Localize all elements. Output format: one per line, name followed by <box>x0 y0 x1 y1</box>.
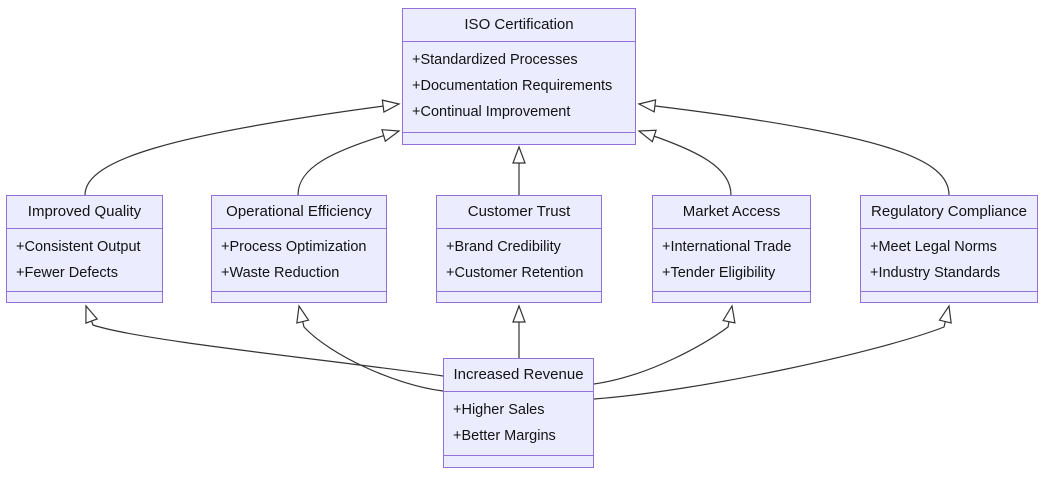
class-node-increased-revenue: Increased Revenue +Higher Sales +Better … <box>443 358 594 468</box>
class-title: Market Access <box>682 203 781 220</box>
class-methods-empty <box>7 291 162 302</box>
attribute: +Process Optimization <box>221 239 367 255</box>
class-node-customer-trust: Customer Trust +Brand Credibility +Custo… <box>436 195 602 303</box>
edge-market-access-to-iso <box>637 129 732 196</box>
attribute: +Documentation Requirements <box>412 78 613 94</box>
class-title: Regulatory Compliance <box>871 203 1027 220</box>
edge-operational-efficiency-to-iso <box>297 129 401 196</box>
class-methods-empty <box>444 455 593 467</box>
attribute: +Meet Legal Norms <box>870 239 997 255</box>
edge-increased-revenue-to-regulatory-compliance <box>593 304 952 400</box>
class-title: Improved Quality <box>27 203 142 220</box>
class-title: ISO Certification <box>464 16 574 33</box>
class-node-improved-quality: Improved Quality +Consistent Output +Few… <box>6 195 163 303</box>
class-attributes: +Process Optimization +Waste Reduction <box>212 228 386 291</box>
class-methods-empty <box>403 132 635 144</box>
edge-improved-quality-to-iso <box>84 99 401 196</box>
attribute: +International Trade <box>662 239 792 255</box>
attribute: +Fewer Defects <box>16 265 118 281</box>
class-attributes: +International Trade +Tender Eligibility <box>653 228 810 291</box>
attribute: +Industry Standards <box>870 265 1001 281</box>
class-title: Increased Revenue <box>453 366 584 383</box>
class-attributes: +Standardized Processes +Documentation R… <box>403 41 635 132</box>
class-methods-empty <box>861 291 1037 302</box>
attribute: +Brand Credibility <box>446 239 561 255</box>
attribute: +Tender Eligibility <box>662 265 776 281</box>
class-methods-empty <box>653 291 810 302</box>
class-attributes: +Meet Legal Norms +Industry Standards <box>861 228 1037 291</box>
class-node-iso-certification: ISO Certification +Standardized Processe… <box>402 8 636 145</box>
class-methods-empty <box>212 291 386 302</box>
attribute: +Better Margins <box>453 428 556 444</box>
edge-increased-revenue-to-market-access <box>593 304 736 385</box>
class-title: Customer Trust <box>467 203 571 220</box>
class-node-operational-efficiency: Operational Efficiency +Process Optimiza… <box>211 195 387 303</box>
class-title: Operational Efficiency <box>226 203 372 220</box>
attribute: +Standardized Processes <box>412 52 578 68</box>
class-attributes: +Brand Credibility +Customer Retention <box>437 228 601 291</box>
class-methods-empty <box>437 291 601 302</box>
attribute: +Continual Improvement <box>412 104 571 120</box>
attribute: +Waste Reduction <box>221 265 340 281</box>
attribute: +Higher Sales <box>453 402 545 418</box>
class-node-regulatory-compliance: Regulatory Compliance +Meet Legal Norms … <box>860 195 1038 303</box>
edge-regulatory-compliance-to-iso <box>637 99 950 196</box>
class-node-market-access: Market Access +International Trade +Tend… <box>652 195 811 303</box>
class-attributes: +Consistent Output +Fewer Defects <box>7 228 162 291</box>
edge-increased-revenue-to-improved-quality <box>85 304 444 377</box>
class-attributes: +Higher Sales +Better Margins <box>444 391 593 455</box>
attribute: +Customer Retention <box>446 265 584 281</box>
edge-increased-revenue-to-operational-efficiency <box>296 304 444 392</box>
attribute: +Consistent Output <box>16 239 141 255</box>
